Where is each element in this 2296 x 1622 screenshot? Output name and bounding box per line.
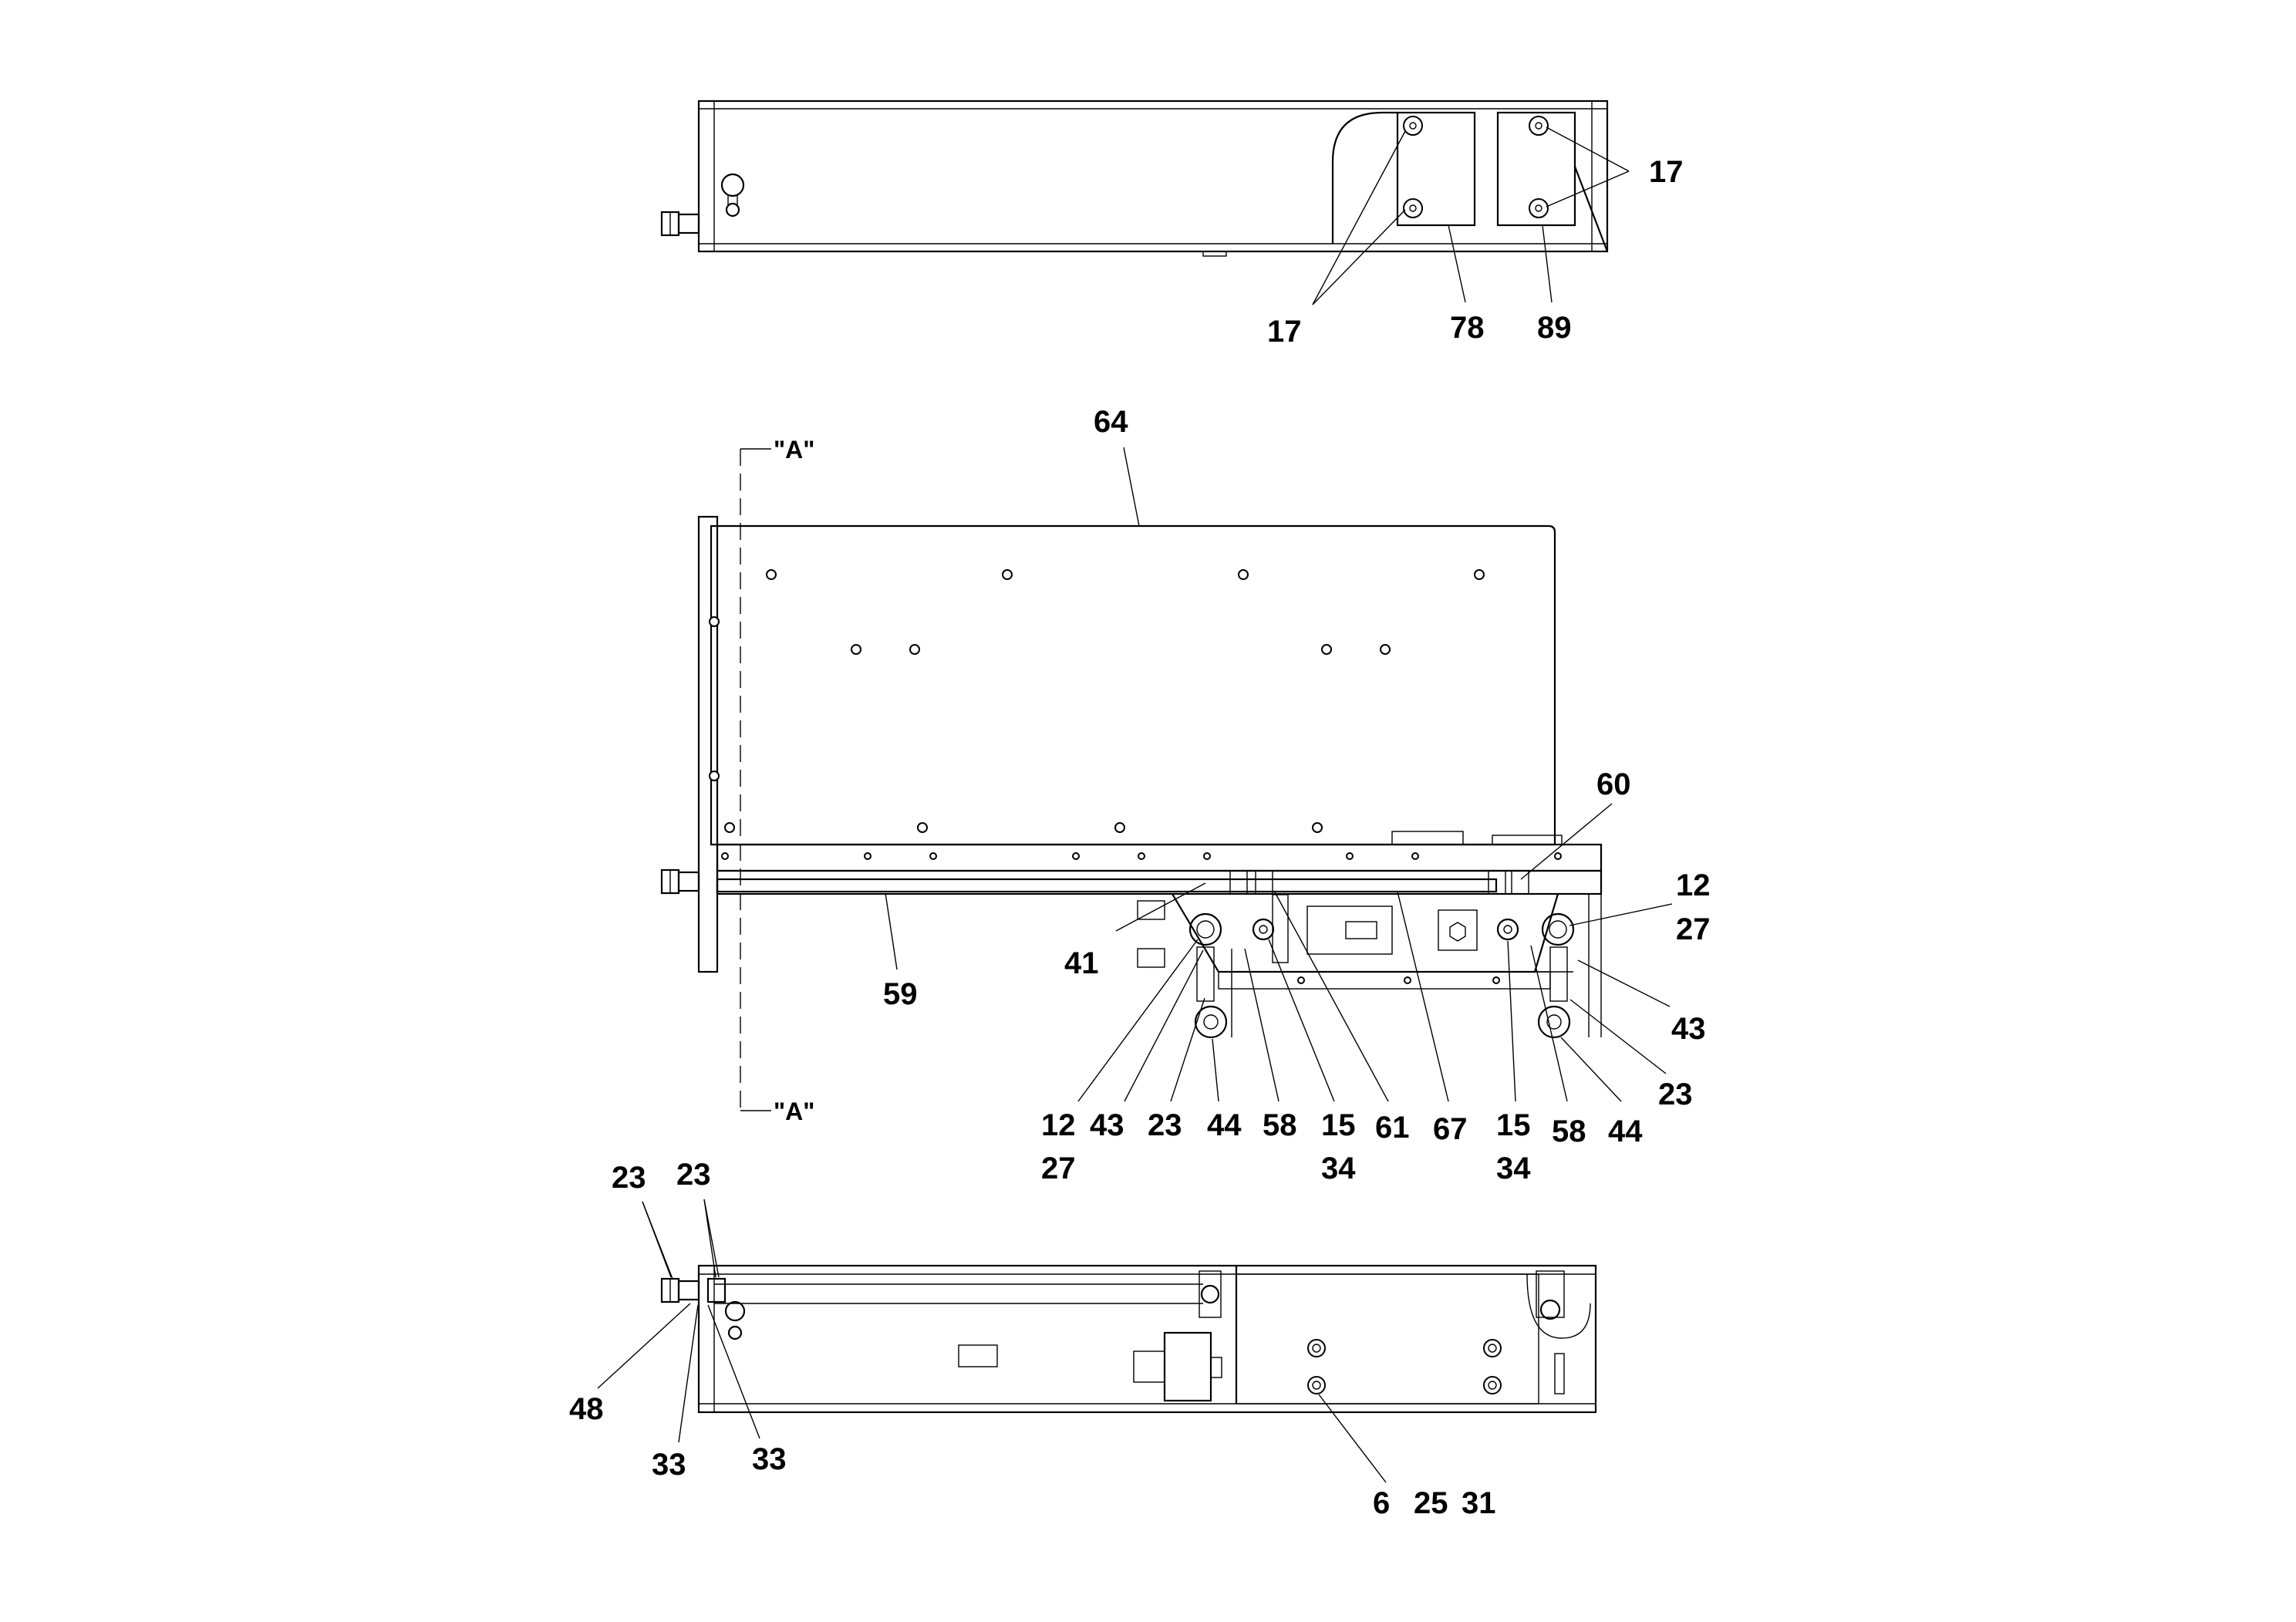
callout-25: 25 <box>1414 1486 1448 1520</box>
section-mark-top: "A" <box>774 436 814 464</box>
callout-43: 43 <box>1090 1108 1124 1142</box>
callout-31: 31 <box>1462 1486 1496 1520</box>
section-mark-bottom: "A" <box>774 1098 814 1125</box>
callout-23: 23 <box>1148 1108 1182 1142</box>
callout-33: 33 <box>652 1448 686 1482</box>
callout-12: 12 <box>1041 1108 1076 1142</box>
callout-17: 17 <box>1649 155 1684 189</box>
callout-64: 64 <box>1094 405 1128 439</box>
callout-15: 15 <box>1496 1108 1531 1142</box>
callout-89: 89 <box>1537 311 1572 345</box>
callout-17: 17 <box>1267 315 1302 349</box>
callout-labels: 17 17 78 89 64 60 12 27 43 23 59 41 12 2… <box>569 155 1711 1520</box>
front-view <box>660 448 1603 1111</box>
callout-27: 27 <box>1041 1152 1076 1185</box>
callout-60: 60 <box>1596 767 1631 801</box>
plate-holes <box>709 569 1562 984</box>
callout-23: 23 <box>1658 1077 1693 1111</box>
callout-44: 44 <box>1207 1108 1242 1142</box>
callout-67: 67 <box>1433 1112 1468 1146</box>
leader-lines <box>597 126 1673 1483</box>
callout-23: 23 <box>612 1161 646 1195</box>
bottom-view <box>660 1264 1597 1414</box>
callout-23: 23 <box>676 1158 711 1192</box>
callout-33: 33 <box>752 1442 787 1476</box>
callout-58: 58 <box>1263 1108 1297 1142</box>
top-view <box>660 99 1609 257</box>
callout-43: 43 <box>1671 1012 1706 1046</box>
callout-61: 61 <box>1375 1111 1410 1145</box>
callout-34: 34 <box>1321 1152 1356 1185</box>
callout-48: 48 <box>569 1392 604 1426</box>
callout-44: 44 <box>1608 1114 1643 1148</box>
callout-41: 41 <box>1064 946 1099 980</box>
callout-27: 27 <box>1676 912 1711 946</box>
callout-34: 34 <box>1496 1152 1531 1185</box>
callout-59: 59 <box>883 977 918 1011</box>
callout-78: 78 <box>1450 311 1485 345</box>
callout-6: 6 <box>1373 1486 1390 1520</box>
callout-58: 58 <box>1552 1114 1586 1148</box>
callout-12: 12 <box>1676 868 1711 902</box>
callout-15: 15 <box>1321 1108 1356 1142</box>
